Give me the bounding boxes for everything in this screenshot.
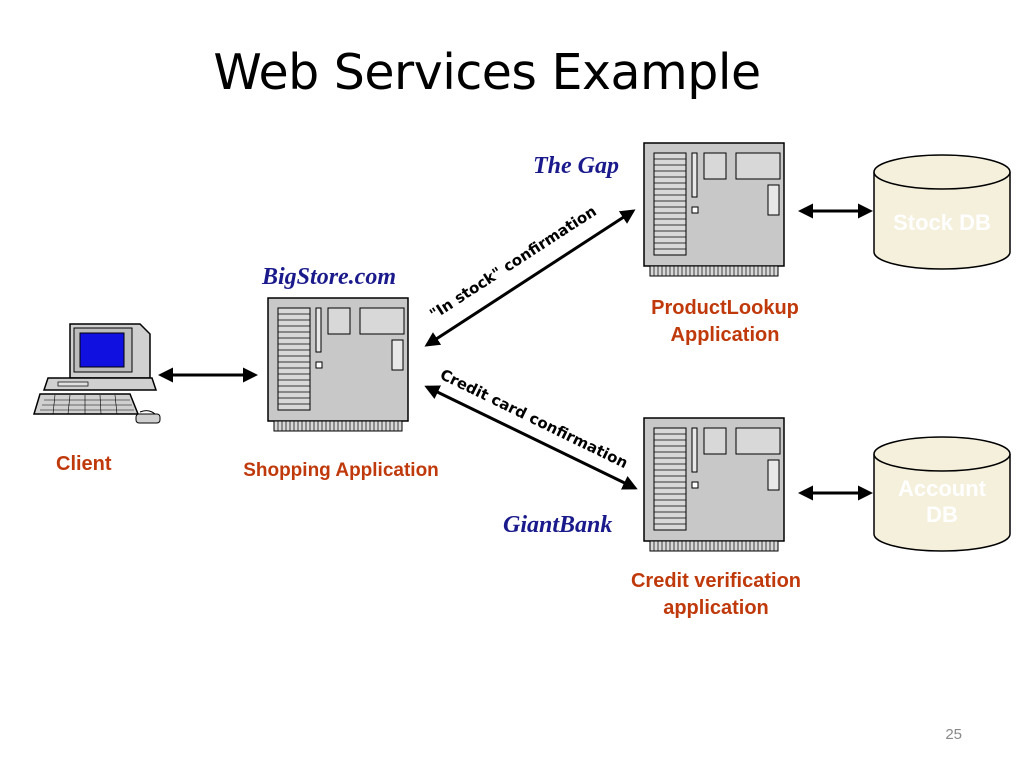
- bank-company-label: GiantBank: [503, 512, 613, 538]
- gap-company-label: The Gap: [533, 153, 619, 179]
- bigstore-gap-arrow: [424, 209, 636, 347]
- bigstore-server-icon: [267, 297, 409, 432]
- slide-title: Web Services Example: [213, 44, 761, 101]
- productlookup-app-line1: ProductLookup: [651, 297, 799, 319]
- bank-server-icon: [643, 417, 785, 552]
- stock-db-label: Stock DB: [893, 210, 991, 235]
- stock-db-cylinder-icon: [873, 154, 1011, 270]
- page-number: 25: [945, 726, 962, 743]
- account-db-line1: Account: [898, 476, 986, 501]
- account-db-cylinder-icon: [873, 436, 1011, 552]
- bigstore-company-label: BigStore.com: [262, 264, 397, 290]
- shopping-app-label: Shopping Application: [243, 460, 439, 481]
- account-db-label: Account DB: [874, 476, 1010, 528]
- credit-verification-app-label: Credit verification application: [600, 568, 832, 622]
- productlookup-app-label: ProductLookup Application: [620, 295, 830, 349]
- credit-verification-line2: application: [663, 597, 769, 619]
- stock-confirmation-label: "In stock" confirmation: [426, 202, 599, 323]
- bigstore-bank-arrow: [424, 385, 638, 490]
- client-computer-icon: [32, 323, 161, 424]
- account-db-line2: DB: [926, 502, 958, 527]
- credit-verification-line1: Credit verification: [630, 570, 802, 592]
- gap-server-icon: [643, 142, 785, 277]
- client-label: Client: [56, 453, 112, 475]
- productlookup-app-line2: Application: [670, 324, 780, 346]
